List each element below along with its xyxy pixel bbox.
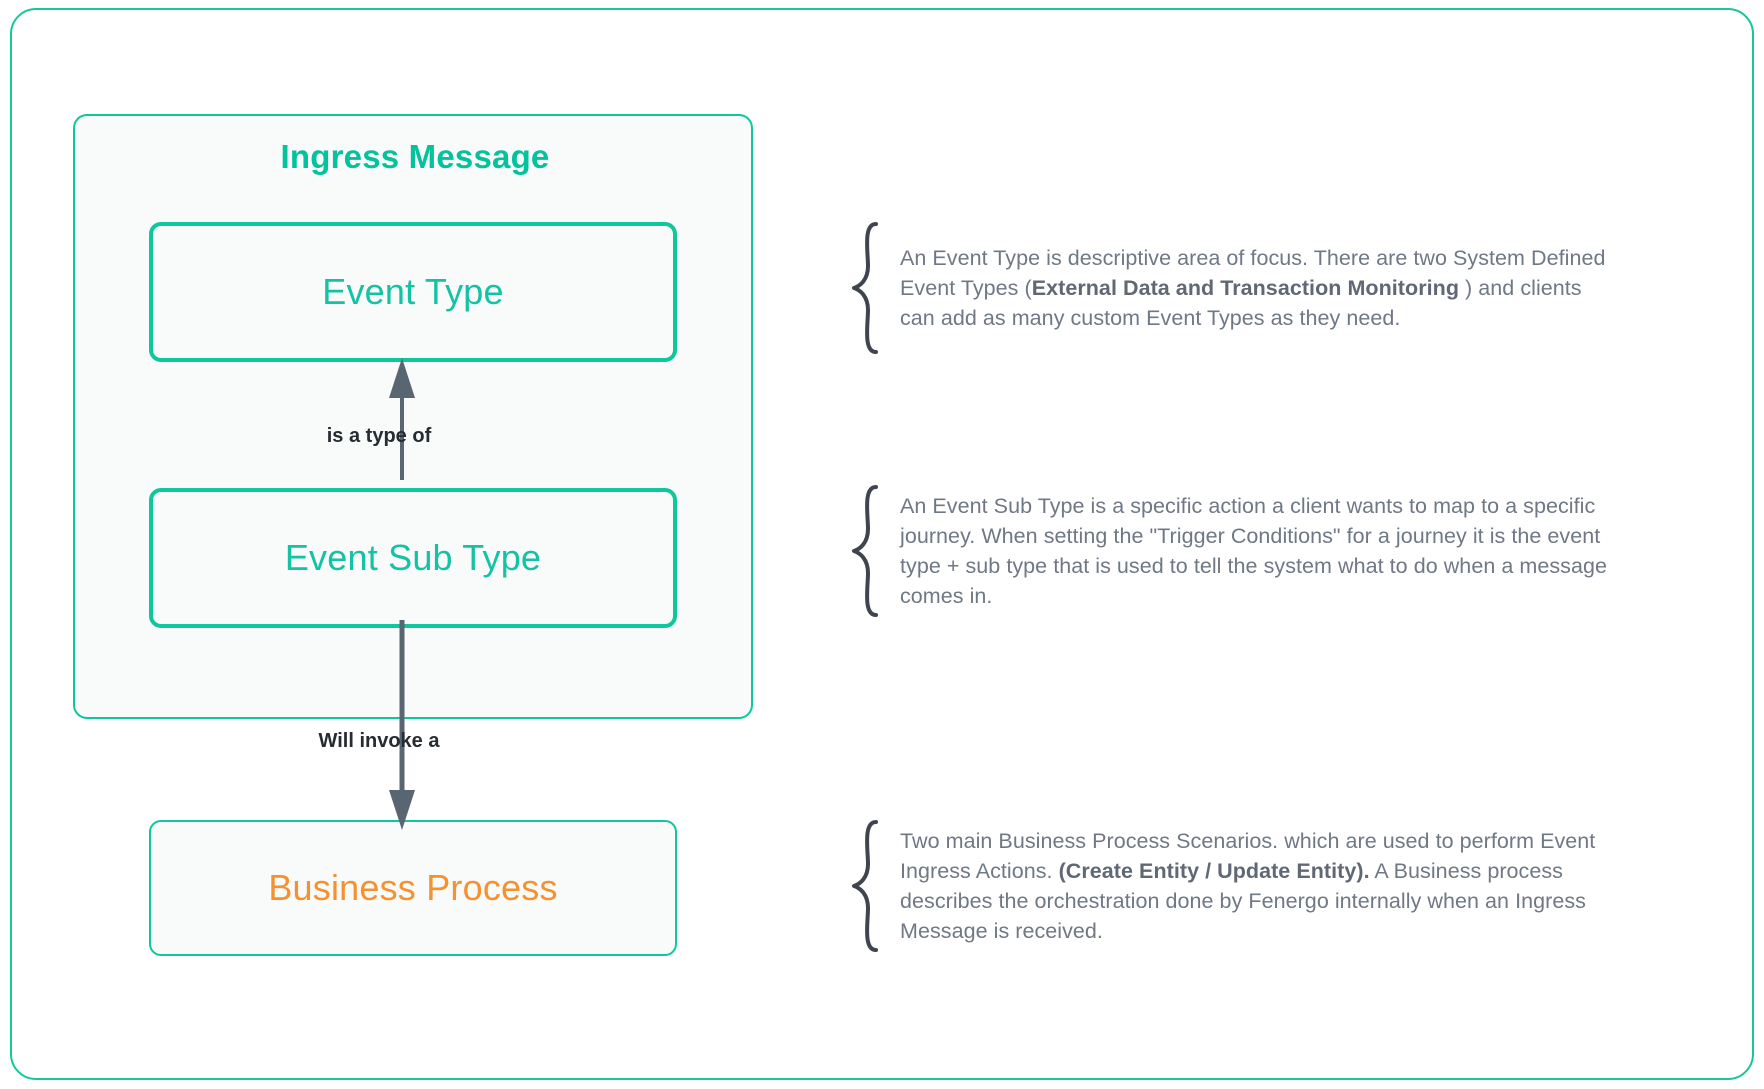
- description-group-business-process: Two main Business Process Scenarios. whi…: [852, 820, 1652, 952]
- arrow-up-is-a-type-of: [389, 358, 415, 480]
- node-event-sub-type-label: Event Sub Type: [284, 537, 542, 578]
- node-event-sub-type[interactable]: Event Sub Type: [149, 488, 677, 628]
- curly-brace-icon: [852, 820, 878, 952]
- node-event-type[interactable]: Event Type: [149, 222, 677, 362]
- node-business-process[interactable]: Business Process: [149, 820, 677, 956]
- edge-label-will-invoke-a: Will invoke a: [318, 730, 440, 752]
- arrow-down-will-invoke-a: [389, 620, 415, 830]
- node-event-type-label: Event Type: [322, 271, 504, 312]
- description-text-event-sub-type: An Event Sub Type is a specific action a…: [900, 494, 1607, 608]
- curly-brace-icon: [852, 222, 878, 354]
- description-group-event-type: An Event Type is descriptive area of foc…: [852, 222, 1652, 354]
- description-text-business-process: Two main Business Process Scenarios. whi…: [900, 829, 1596, 943]
- description-group-event-sub-type: An Event Sub Type is a specific action a…: [852, 485, 1652, 617]
- ingress-message-title: Ingress Message: [280, 138, 550, 175]
- curly-brace-icon: [852, 485, 878, 617]
- edge-label-is-a-type-of: is a type of: [326, 425, 432, 447]
- description-text-event-type: An Event Type is descriptive area of foc…: [900, 246, 1606, 330]
- node-business-process-label: Business Process: [268, 867, 558, 908]
